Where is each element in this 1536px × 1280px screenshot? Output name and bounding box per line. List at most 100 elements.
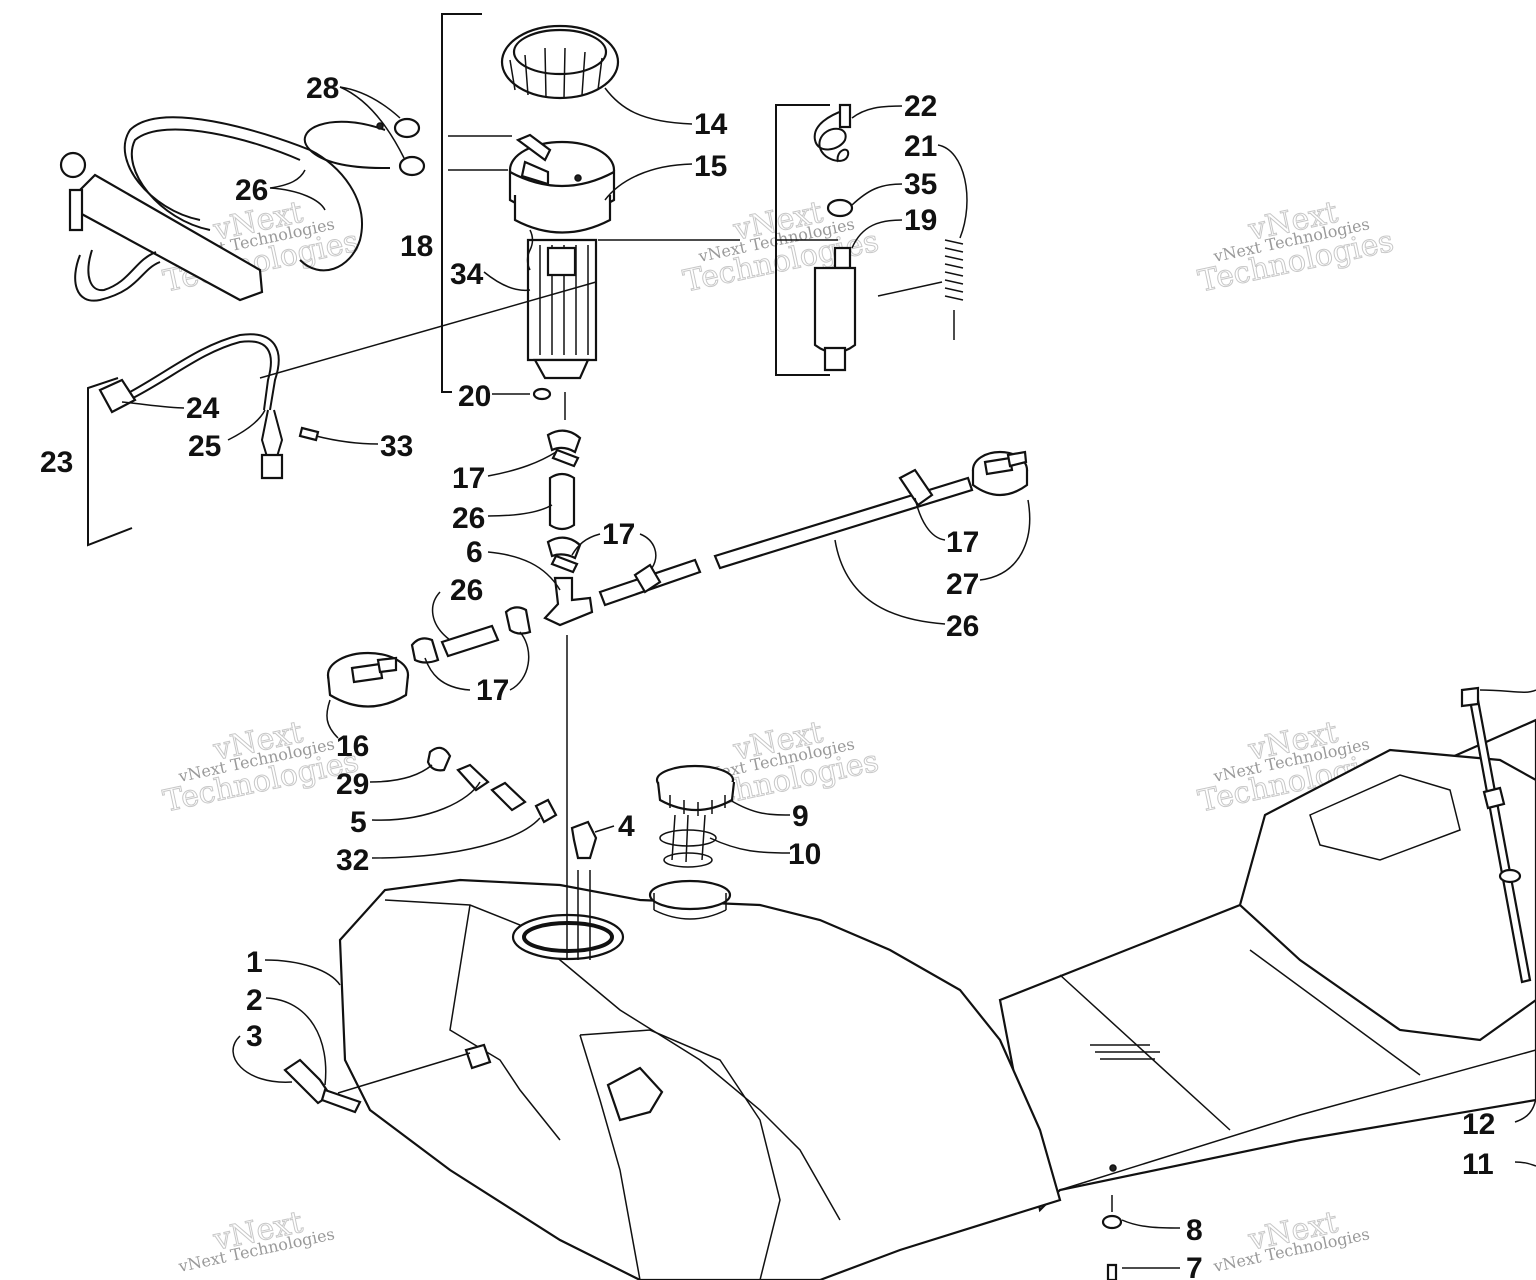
hose-drain (87, 249, 157, 292)
leader-line (448, 135, 512, 171)
fuel-rail-nipple (68, 188, 84, 232)
callout-17: 17 (602, 518, 635, 551)
callout-7: 7 (1186, 1252, 1203, 1280)
tank-handle (606, 1066, 664, 1122)
chassis-decal (1090, 1044, 1160, 1060)
hose-loop (130, 128, 301, 231)
leader-26d (834, 539, 946, 625)
lock-ring (500, 24, 620, 100)
leader-right (1479, 689, 1536, 693)
coil-wire (813, 109, 850, 163)
leader-29 (369, 764, 433, 783)
callout-28: 28 (306, 72, 339, 105)
leader-32 (371, 817, 541, 859)
leader-9 (729, 799, 791, 816)
leader-26b (487, 504, 553, 517)
tank-saddle (579, 1034, 641, 1280)
clamp (410, 637, 440, 664)
callout-27: 27 (946, 568, 979, 601)
clamp (546, 429, 582, 454)
leader-4 (594, 825, 615, 833)
tank-seam (449, 904, 561, 1141)
pump-motor (813, 246, 857, 372)
leader-2 (265, 997, 327, 1086)
chassis-window (1309, 774, 1461, 861)
leader-26a (269, 169, 326, 211)
callout-18: 18 (400, 230, 433, 263)
rod-cap (1460, 686, 1480, 708)
screw (298, 426, 320, 442)
callout-35: 35 (904, 168, 937, 201)
clamp (504, 606, 532, 635)
callout-8: 8 (1186, 1214, 1203, 1247)
harness-wire (132, 340, 272, 411)
leader-35 (851, 183, 903, 206)
chassis-edge-line (1059, 1049, 1536, 1191)
chassis-rivet (1109, 1164, 1117, 1172)
chassis-panel-line (1249, 949, 1421, 1076)
callout-25: 25 (188, 430, 221, 463)
bracket-19 (775, 104, 830, 376)
hose-drain (74, 254, 161, 302)
connector (260, 453, 284, 480)
callout-23: 23 (40, 446, 73, 479)
callout-21: 21 (904, 130, 937, 163)
leader-24 (121, 401, 185, 409)
callout-17: 17 (452, 462, 485, 495)
tank-saddle (579, 1029, 781, 1280)
bracket-18 (441, 13, 482, 393)
leader-33 (315, 435, 379, 445)
callouts: 28 26 14 15 18 34 20 22 21 35 19 24 25 3… (40, 72, 1495, 1280)
clamp-tab (550, 554, 579, 574)
leader-15 (604, 163, 693, 201)
fuel-rail-assembly (59, 116, 426, 302)
callout-22: 22 (904, 90, 937, 123)
chassis-console (1238, 748, 1536, 1042)
tank-grommet (464, 1043, 492, 1070)
callout-26: 26 (452, 502, 485, 535)
pump-body (526, 229, 598, 380)
tank-pump-seal (522, 921, 614, 953)
leader-27 (979, 499, 1031, 581)
callout-24: 24 (186, 392, 220, 425)
washer (1101, 1214, 1123, 1230)
clamp (546, 536, 582, 560)
callout-4: 4 (618, 810, 635, 843)
clamp (826, 198, 854, 218)
vent-tube (320, 1088, 362, 1114)
leader-17c (424, 631, 530, 691)
callout-1: 1 (246, 946, 263, 979)
watermark: vNext vNext Technologies (176, 1204, 336, 1276)
watermark: vNext vNext Technologies (1211, 1204, 1371, 1276)
clamp (376, 117, 426, 177)
leader-line (259, 281, 597, 379)
callout-15: 15 (694, 150, 727, 183)
leader-34 (483, 271, 531, 292)
callout-34: 34 (450, 258, 484, 291)
callout-29: 29 (336, 768, 369, 801)
coil-connector (838, 103, 852, 129)
hose-short (303, 120, 391, 170)
washer (532, 387, 552, 401)
clamp-tab (551, 448, 580, 468)
leader-25 (227, 409, 266, 441)
leader-line (577, 870, 591, 960)
hose (548, 472, 576, 531)
callout-33: 33 (380, 430, 413, 463)
clip (426, 746, 452, 772)
fuel-tank (338, 718, 1536, 1280)
leader-8 (1121, 1219, 1181, 1229)
leader-line (337, 1052, 471, 1094)
leader-1 (264, 959, 341, 986)
leader-6 (487, 551, 561, 591)
bracket-23 (87, 377, 133, 547)
plug (1106, 1263, 1118, 1280)
leader-17b (571, 533, 657, 569)
hose-loop (123, 116, 363, 272)
harness-branch (260, 409, 269, 461)
callout-9: 9 (792, 800, 809, 833)
callout-26: 26 (235, 174, 268, 207)
callout-16: 16 (336, 730, 369, 763)
tee-fitting (543, 576, 594, 627)
